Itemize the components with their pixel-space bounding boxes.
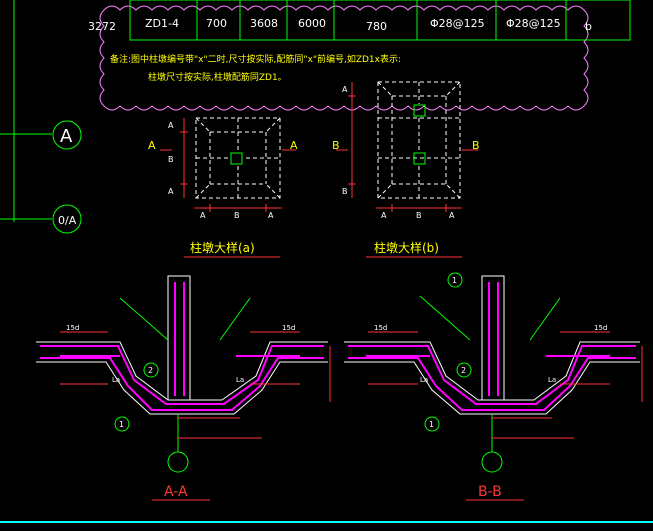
section-bb-la-label: La <box>420 376 428 384</box>
section-aa-lap-label: 15d <box>282 324 295 332</box>
table-cell: 3608 <box>250 17 278 30</box>
section-aa-title: A-A <box>164 484 188 500</box>
section-bb-marker: 2 <box>461 366 466 375</box>
plan-b-side-label: B <box>342 187 348 196</box>
section-aa-la-label: La <box>236 376 244 384</box>
section-bb-marker: 1 <box>429 420 434 429</box>
note-line-2: 柱墩尺寸按实际,柱墩配筋同ZD1。 <box>148 71 287 83</box>
grid-axis-lines <box>0 0 82 234</box>
plan-a-section-left: A <box>148 139 156 152</box>
table-cell: 780 <box>366 20 387 33</box>
section-aa-la-label: La <box>112 376 120 384</box>
plan-a-dim-label: B <box>234 211 240 220</box>
table-cell: ZD1-4 <box>145 17 179 30</box>
plan-a-section-right: A <box>290 139 298 152</box>
section-aa: 15d 15d La La 2 1 A-A <box>36 275 331 501</box>
section-bb: 15d 15d La La 1 2 1 B-B <box>344 272 643 501</box>
section-aa-marker: 1 <box>119 420 124 429</box>
plan-a-dim-label: A <box>200 211 206 220</box>
plan-b-title: 柱墩大样(b) <box>374 240 439 255</box>
plan-b-section-left: B <box>332 139 340 152</box>
plan-a-side-label: A <box>168 187 174 196</box>
plan-b: B B A B A A B 柱墩大样(b) <box>332 81 480 258</box>
plan-b-dim-label: A <box>449 211 455 220</box>
section-bb-lap-label: 15d <box>594 324 607 332</box>
revision-cloud <box>99 5 589 111</box>
axis-label-a: A <box>60 126 73 147</box>
table-cell: 6000 <box>298 17 326 30</box>
table-row-number: 3272 <box>88 20 116 33</box>
section-aa-lap-label: 15d <box>66 324 79 332</box>
section-bb-title: B-B <box>478 484 502 500</box>
plan-b-section-right: B <box>472 139 480 152</box>
section-bb-la-label: La <box>548 376 556 384</box>
rebar-table <box>129 0 631 41</box>
plan-a-side-label: B <box>168 155 174 164</box>
section-bb-marker: 1 <box>452 276 457 285</box>
note-line-1: 备注:图中柱墩编号带"x"二时,尺寸按实际,配筋同"x"前编号,如ZD1x表示: <box>110 53 401 65</box>
table-cell: Φ28@125 <box>506 17 561 30</box>
plan-a: A A A B A A B A 柱墩大样(a) <box>148 117 298 258</box>
plan-b-dim-label: B <box>416 211 422 220</box>
section-aa-marker: 2 <box>148 366 153 375</box>
plan-b-side-label: A <box>342 85 348 94</box>
section-bb-lap-label: 15d <box>374 324 387 332</box>
table-cell: Φ28@125 <box>430 17 485 30</box>
axis-label-0a: 0/A <box>58 214 77 227</box>
plan-a-dim-label: A <box>268 211 274 220</box>
plan-a-title: 柱墩大样(a) <box>190 240 255 255</box>
table-cell: 700 <box>206 17 227 30</box>
table-cell: b <box>585 20 592 33</box>
plan-b-dim-label: A <box>381 211 387 220</box>
plan-a-side-label: A <box>168 121 174 130</box>
